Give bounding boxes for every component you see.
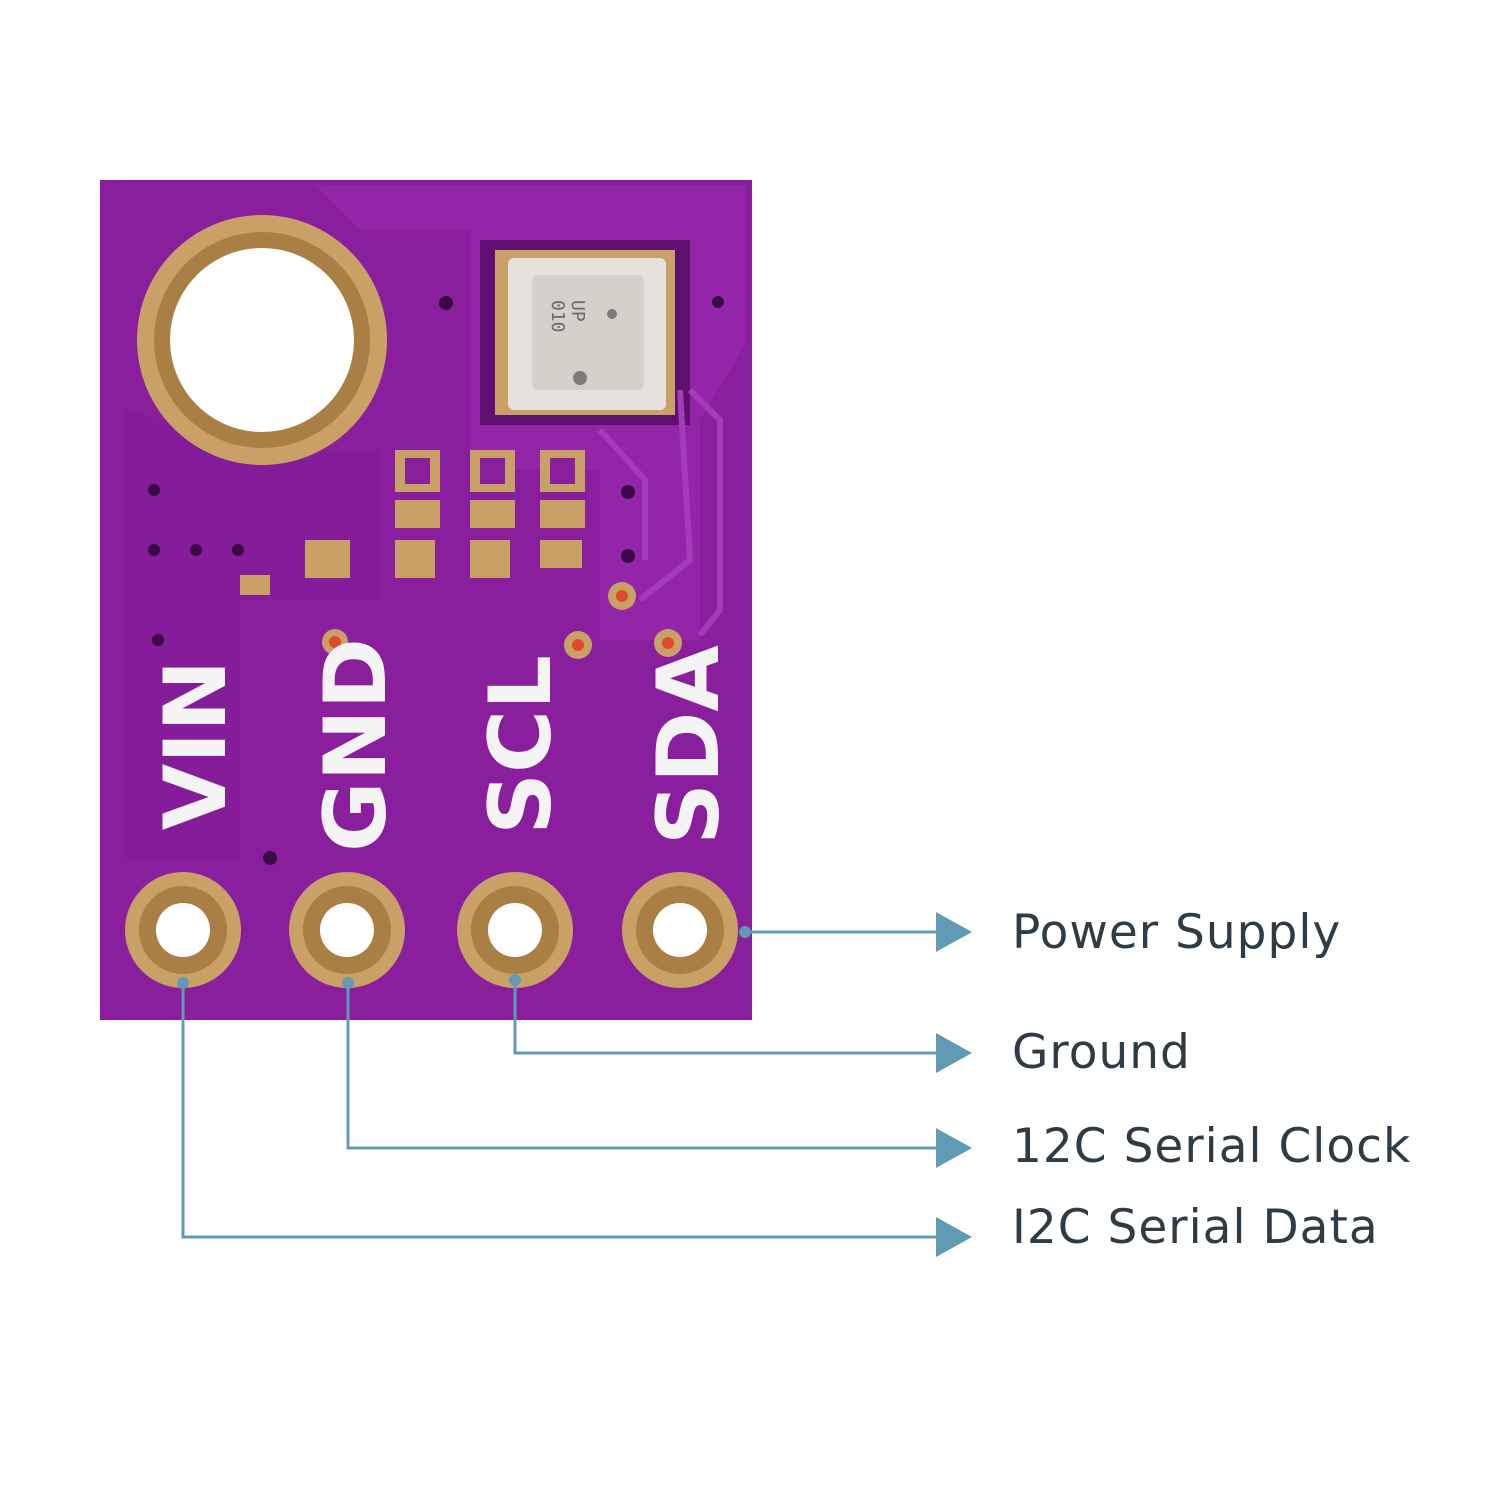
sensor-board: 010 UP (100, 180, 752, 1020)
callout-power-supply: Power Supply (1012, 905, 1341, 960)
traces (597, 387, 723, 637)
arrow-icon (936, 1217, 972, 1257)
chip-marking-line1: 010 (547, 300, 568, 333)
arrow-icon (936, 1128, 972, 1168)
silk-label-scl: SCL (471, 655, 571, 835)
leader-lines (181, 930, 940, 1239)
silk-label-gnd: GND (306, 638, 406, 852)
mounting-hole (170, 248, 354, 432)
arrow-icon (936, 912, 972, 952)
pad-vin (125, 872, 241, 988)
sensor-chip: 010 UP (480, 240, 690, 425)
pad-gnd (289, 872, 405, 988)
leader-serial-clock (346, 983, 940, 1150)
leader-ground (513, 980, 940, 1055)
arrow-heads (936, 912, 972, 1257)
callout-serial-data: I2C Serial Data (1012, 1200, 1379, 1255)
smd-components (240, 450, 585, 595)
pad-scl (457, 872, 573, 988)
pcb-pour-left (125, 410, 380, 860)
callout-serial-clock: 12C Serial Clock (1012, 1119, 1411, 1174)
smd-bodies (405, 458, 575, 484)
arrow-icon (936, 1033, 972, 1073)
callout-ground: Ground (1012, 1025, 1191, 1080)
vias (148, 296, 724, 865)
header-pads (125, 872, 738, 988)
chip-marking-line2: UP (567, 300, 588, 322)
pad-sda (622, 872, 738, 988)
leader-serial-data (181, 983, 940, 1239)
silk-label-sda: SDA (639, 645, 739, 845)
silk-label-vin: VIN (146, 660, 246, 831)
leader-dots (177, 926, 751, 989)
